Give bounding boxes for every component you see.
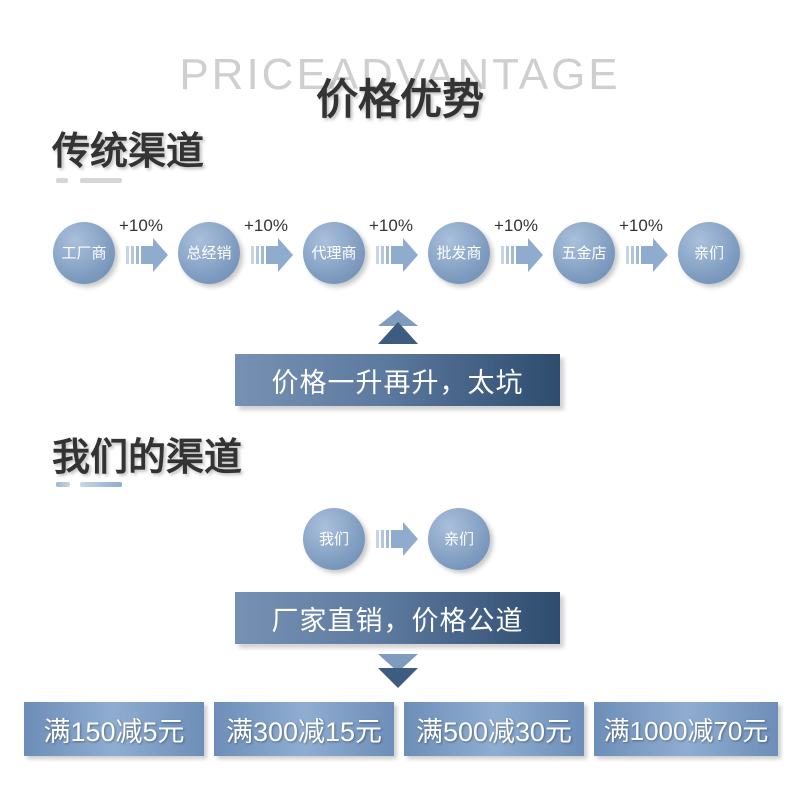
promo-coupon[interactable]: 满500减30元 (404, 702, 584, 756)
watermark-text: PRICEADVANTAGE (179, 50, 621, 99)
channel-node-us: 我们 (303, 508, 365, 570)
channel-node-agent: 代理商 (303, 222, 365, 284)
markup-label: +10% (494, 216, 538, 235)
traditional-price-banner: 价格一升再升，太坑 (235, 354, 560, 406)
promo-coupon[interactable]: 满300减15元 (214, 702, 394, 756)
markup-label: +10% (119, 216, 163, 235)
channel-node-wholesaler: 批发商 (428, 222, 490, 284)
section-title-traditional: 传统渠道 (52, 129, 205, 173)
right-arrow-icon (251, 238, 293, 272)
promo-coupon[interactable]: 满1000减70元 (594, 702, 778, 756)
markup-label: +10% (244, 216, 288, 235)
page-title: 价格优势 (315, 75, 484, 124)
promo-coupon[interactable]: 满150减5元 (24, 702, 204, 756)
right-arrow-icon (626, 238, 668, 272)
channel-node-customers: 亲们 (428, 508, 490, 570)
markup-label: +10% (619, 216, 663, 235)
channel-node-general-distributor: 总经销 (178, 222, 240, 284)
channel-node-factory: 工厂商 (53, 222, 115, 284)
markup-label: +10% (369, 216, 413, 235)
direct-sale-banner: 厂家直销，价格公道 (235, 592, 560, 644)
channel-node-customers: 亲们 (678, 222, 740, 284)
section-title-ours: 我们的渠道 (52, 435, 243, 479)
right-arrow-icon (376, 522, 418, 556)
right-arrow-icon (376, 238, 418, 272)
right-arrow-icon (126, 238, 168, 272)
channel-node-hardware-store: 五金店 (553, 222, 615, 284)
right-arrow-icon (501, 238, 543, 272)
double-chevron-down-icon (378, 654, 418, 688)
double-chevron-up-icon (378, 310, 418, 344)
